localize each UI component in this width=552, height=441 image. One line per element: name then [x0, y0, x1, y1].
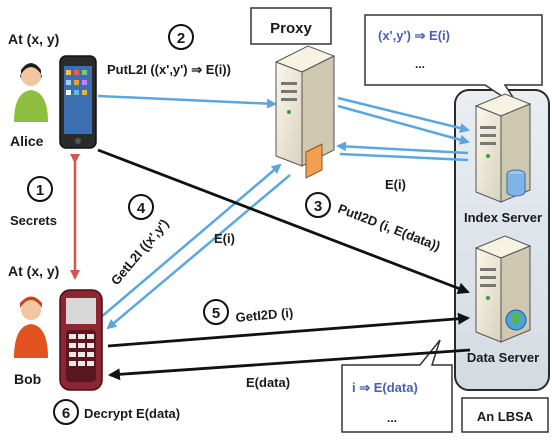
edge-label-index-to-proxy: E(i) — [385, 177, 406, 192]
arrow-index-to-proxy-2 — [339, 152, 469, 162]
step-5-badge: 5 — [203, 299, 229, 325]
step-6-text: Decrypt E(data) — [84, 406, 180, 421]
svg-text:3: 3 — [314, 198, 322, 215]
arrow-index-to-proxy — [336, 141, 469, 155]
svg-text:4: 4 — [137, 200, 146, 217]
edge-label-proxy-to-alice: E(i) — [214, 231, 235, 246]
alice-name: Alice — [10, 133, 44, 149]
alice-location: At (x, y) — [8, 31, 59, 47]
arrow-bob-to-data — [107, 312, 470, 348]
proxy-label-box: Proxy — [250, 7, 332, 45]
proxy-label: Proxy — [270, 20, 312, 37]
bob-name: Bob — [14, 371, 41, 387]
index-callout-entry: (x',y') ⇒ E(i) — [378, 28, 450, 43]
svg-text:5: 5 — [212, 305, 220, 322]
bob-group: At (x, y) Bob — [8, 263, 103, 391]
data-callout-entry: i ⇒ E(data) — [352, 380, 418, 395]
lbsa-label: An LBSA — [477, 409, 534, 424]
arrow-bob-to-proxy — [99, 163, 282, 319]
lbsa-label-box: An LBSA — [461, 397, 549, 433]
bob-location: At (x, y) — [8, 263, 59, 279]
data-callout: i ⇒ E(data) ... — [341, 339, 453, 433]
svg-text:1: 1 — [36, 182, 44, 199]
svg-text:2: 2 — [177, 30, 185, 47]
step-2-text: PutL2I ((x',y') ⇒ E(i)) — [107, 62, 231, 77]
step-2-badge: 2 — [168, 24, 194, 50]
arrow-proxy-to-bob — [106, 174, 291, 330]
step-5-text: GetI2D (i) — [235, 305, 294, 325]
proxy-server-icon — [274, 45, 336, 179]
index-server-label: Index Server — [464, 210, 542, 225]
alice-avatar-icon — [14, 63, 48, 122]
step-1-badge: 1 — [27, 176, 53, 202]
iphone-icon — [59, 55, 97, 149]
step-1-text: Secrets — [10, 213, 57, 228]
arrow-alice-to-proxy — [97, 94, 277, 109]
data-callout-more: ... — [387, 411, 397, 425]
arrow-proxy-to-index-2 — [337, 104, 470, 145]
bob-avatar-icon — [14, 296, 48, 358]
arrow-proxy-to-index-1 — [337, 96, 470, 133]
svg-text:6: 6 — [62, 405, 70, 422]
step-3-text: PutI2D (i, E(data)) — [336, 201, 443, 254]
step-4-text: GetL2I ((x',y') — [108, 216, 172, 288]
alice-group: At (x, y) Alice — [8, 31, 97, 149]
arrow-alice-to-data — [97, 148, 470, 295]
globe-icon — [505, 309, 527, 331]
blackberry-icon — [59, 289, 103, 391]
database-icon — [506, 169, 526, 197]
step-6-badge: 6 — [53, 399, 79, 425]
data-server-label: Data Server — [467, 350, 539, 365]
step-3-badge: 3 — [305, 192, 331, 218]
edge-label-data-to-bob: E(data) — [246, 375, 290, 390]
step-4-badge: 4 — [128, 194, 154, 220]
index-callout-more: ... — [415, 57, 425, 71]
arrow-data-to-bob — [108, 348, 471, 381]
